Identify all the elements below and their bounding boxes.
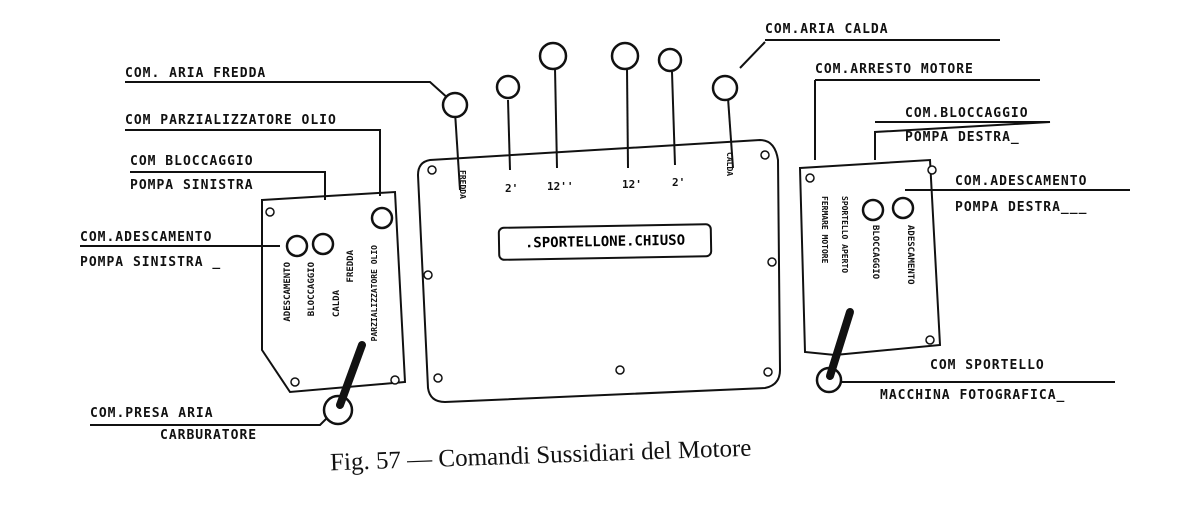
label-com-parzializzatore-olio: COM PARZIALIZZATORE OLIO [125, 113, 337, 128]
sportellone-chiuso-plate: .SPORTELLONE.CHIUSO [497, 223, 713, 261]
label-com-adescamento-sx-1: COM.ADESCAMENTO [80, 230, 213, 245]
lever-label-fredda: FREDDA [458, 170, 467, 199]
right-panel-bloccaggio: BLOCCAGGIO [870, 225, 880, 280]
knob-calda[interactable] [711, 74, 739, 102]
label-com-aria-calda: COM.ARIA CALDA [765, 22, 889, 37]
left-panel-parzializzatore: PARZIALIZZATORE OLIO [370, 245, 379, 342]
left-panel-adescamento: ADESCAMENTO [283, 262, 293, 322]
lever-label-2a: 2' [505, 182, 519, 195]
left-panel-calda: CALDA [332, 290, 342, 318]
label-com-aria-fredda: COM. ARIA FREDDA [125, 66, 267, 81]
label-com-adescamento-dx-1: COM.ADESCAMENTO [955, 174, 1088, 189]
lever-label-12a: 12'' [547, 180, 574, 193]
knob-right-2[interactable] [891, 196, 915, 220]
label-com-bloccaggio-dx-1: COM.BLOCCAGGIO [905, 106, 1029, 121]
knob-12b[interactable] [610, 41, 640, 71]
lever-label-12b: 12' [622, 178, 642, 191]
label-com-bloccaggio-sx-2: POMPA SINISTRA [130, 178, 254, 193]
knob-2b[interactable] [657, 47, 683, 73]
label-com-presa-aria-1: COM.PRESA ARIA [90, 406, 214, 421]
right-panel [798, 158, 942, 357]
label-com-bloccaggio-dx-2: POMPA DESTRA_ [905, 130, 1020, 145]
label-com-sportello-2: MACCHINA FOTOGRAFICA_ [880, 388, 1066, 403]
knob-12a[interactable] [538, 41, 568, 71]
label-com-sportello-1: COM SPORTELLO [930, 358, 1045, 373]
lever-label-2b: 2' [672, 176, 686, 189]
right-panel-fermare-motore: FERMARE MOTORE [820, 196, 829, 264]
knob-right-1[interactable] [861, 198, 885, 222]
lever-label-calda: CALDA [725, 152, 734, 177]
right-panel-adescamento: ADESCAMENTO [905, 225, 915, 285]
label-com-presa-aria-2: CARBURATORE [160, 428, 258, 443]
center-panel [416, 138, 782, 404]
knob-fredda[interactable] [441, 91, 469, 119]
label-com-arresto-motore: COM.ARRESTO MOTORE [815, 62, 974, 77]
label-com-bloccaggio-sx-1: COM BLOCCAGGIO [130, 154, 254, 169]
left-panel-bloccaggio: BLOCCAGGIO [307, 262, 317, 317]
knob-left-1[interactable] [285, 234, 309, 258]
right-panel-sportello-aperto: SPORTELLO APERTO [840, 196, 849, 274]
knob-presa-aria[interactable] [322, 394, 354, 426]
knob-2a[interactable] [495, 74, 521, 100]
label-com-adescamento-dx-2: POMPA DESTRA___ [955, 200, 1088, 215]
left-panel-fredda: FREDDA [346, 250, 356, 283]
knob-left-2[interactable] [311, 232, 335, 256]
label-com-adescamento-sx-2: POMPA SINISTRA _ [80, 255, 222, 270]
knob-left-3[interactable] [370, 206, 394, 230]
